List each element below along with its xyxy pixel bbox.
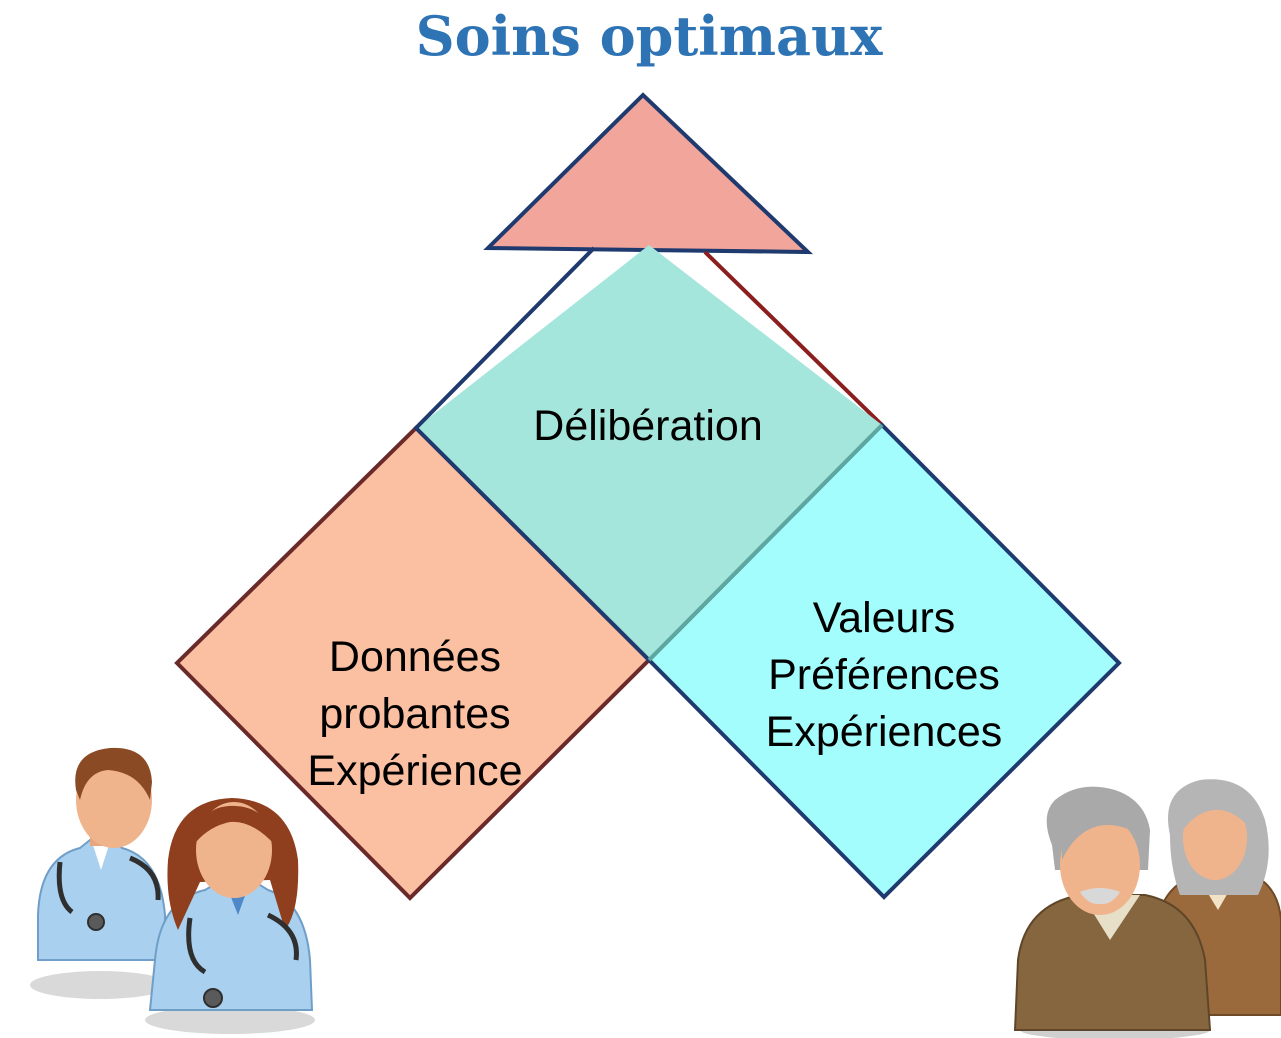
- values-label-line-3: Expériences: [766, 708, 1003, 756]
- deliberation-diamond: [416, 245, 882, 660]
- diagram-title: Soins optimaux: [416, 4, 884, 68]
- elderly-patients-icon: [1013, 779, 1281, 1038]
- values-label-line-1: Valeurs: [813, 594, 956, 642]
- deliberation-label: Délibération: [533, 402, 762, 450]
- evidence-label-line-3: Expérience: [307, 747, 522, 795]
- arrow-head: [483, 92, 814, 255]
- deliberation-divider: [647, 423, 884, 662]
- evidence-label-line-2: probantes: [319, 690, 510, 738]
- evidence-label-line-1: Données: [329, 633, 501, 681]
- deliberation-left-edge: [413, 246, 651, 662]
- values-label-line-2: Préférences: [768, 651, 1000, 699]
- doctors-icon: [30, 747, 315, 1034]
- upper-diamond-edge: [703, 250, 884, 427]
